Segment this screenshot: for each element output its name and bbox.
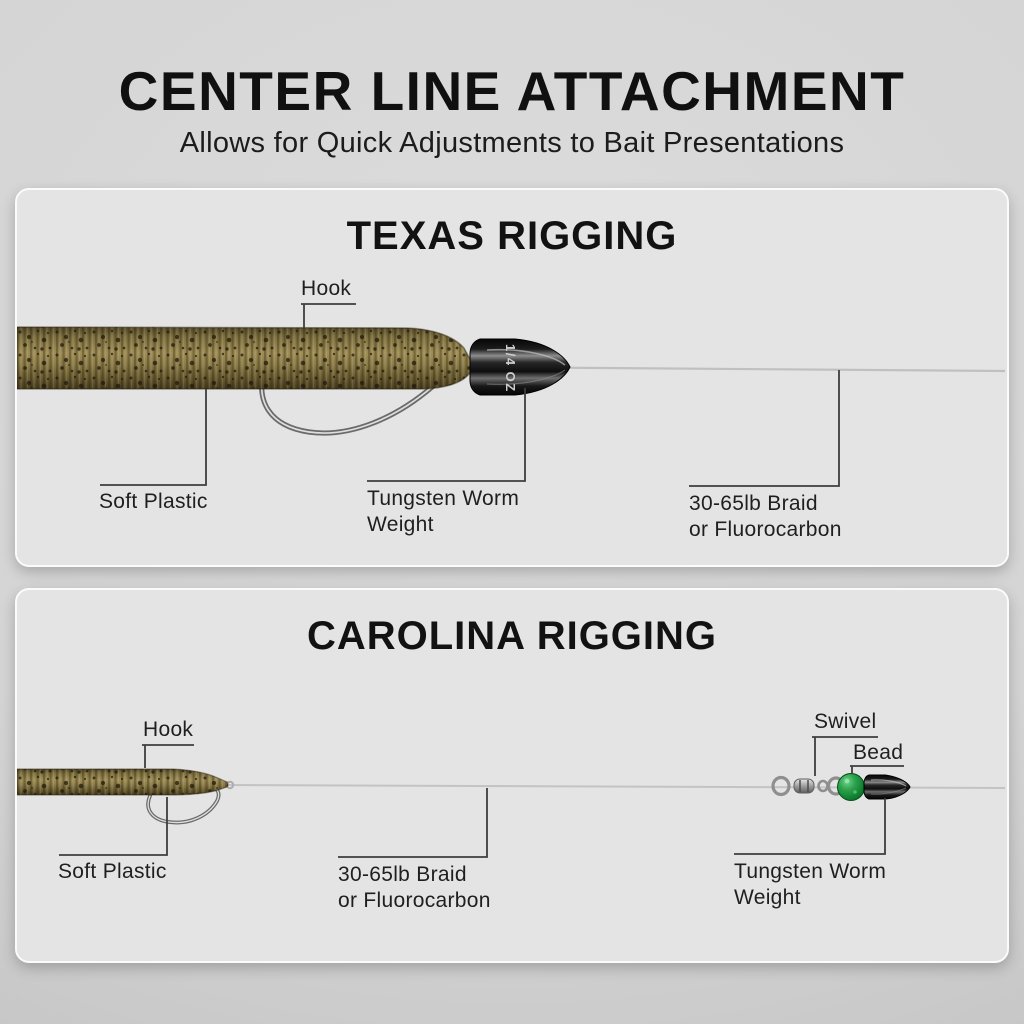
carolina-swivel-label: Swivel [814,710,877,733]
carolina-bead-label: Bead [853,741,904,764]
texas-line-callout [689,370,840,487]
page-title: CENTER LINE ATTACHMENT [118,60,906,122]
texas-hook-label: Hook [301,277,352,300]
texas-line-label: 30-65lb Braid or Fluorocarbon [689,492,842,541]
carolina-rigging-panel: CAROLINA RIGGING [15,588,1009,963]
carolina-swivel-callout [812,736,878,776]
carolina-line-callout [338,788,488,858]
texas-soft-plastic-label: Soft Plastic [99,490,208,513]
carolina-weight-callout [734,798,886,855]
texas-soft-plastic-worm [17,326,473,390]
carolina-bead [837,773,865,801]
carolina-soft-plastic-label: Soft Plastic [58,860,167,883]
carolina-panel-title: CAROLINA RIGGING [306,614,718,658]
texas-tungsten-weight: 1/4 OZ [469,338,571,396]
carolina-bead-callout [850,765,904,774]
carolina-weight-label: Tungsten Worm Weight [734,860,887,909]
texas-soft-plastic-callout [100,389,207,486]
carolina-hook-callout [142,744,194,768]
texas-weight-label: Tungsten Worm Weight [367,487,520,536]
carolina-soft-plastic-worm [17,768,229,796]
carolina-swivel [771,775,846,797]
page-subtitle: Allows for Quick Adjustments to Bait Pre… [179,127,845,159]
header: CENTER LINE ATTACHMENT Allows for Quick … [0,62,1024,160]
carolina-line-label: 30-65lb Braid or Fluorocarbon [338,863,491,912]
texas-rig-illustration: 1/4 OZ [17,303,1006,487]
carolina-soft-plastic-callout [59,797,168,856]
texas-rigging-panel: TEXAS RIGGING [15,188,1009,567]
carolina-callout-lines [59,736,904,858]
texas-weight-callout [367,388,526,482]
texas-panel-title: TEXAS RIGGING [346,214,678,258]
carolina-hook-label: Hook [143,718,194,741]
texas-weight-marking: 1/4 OZ [503,344,518,393]
carolina-rig-illustration [17,736,1006,858]
texas-hook-callout [301,303,356,329]
texas-callout-lines [100,303,840,487]
carolina-tungsten-weight [863,774,911,800]
